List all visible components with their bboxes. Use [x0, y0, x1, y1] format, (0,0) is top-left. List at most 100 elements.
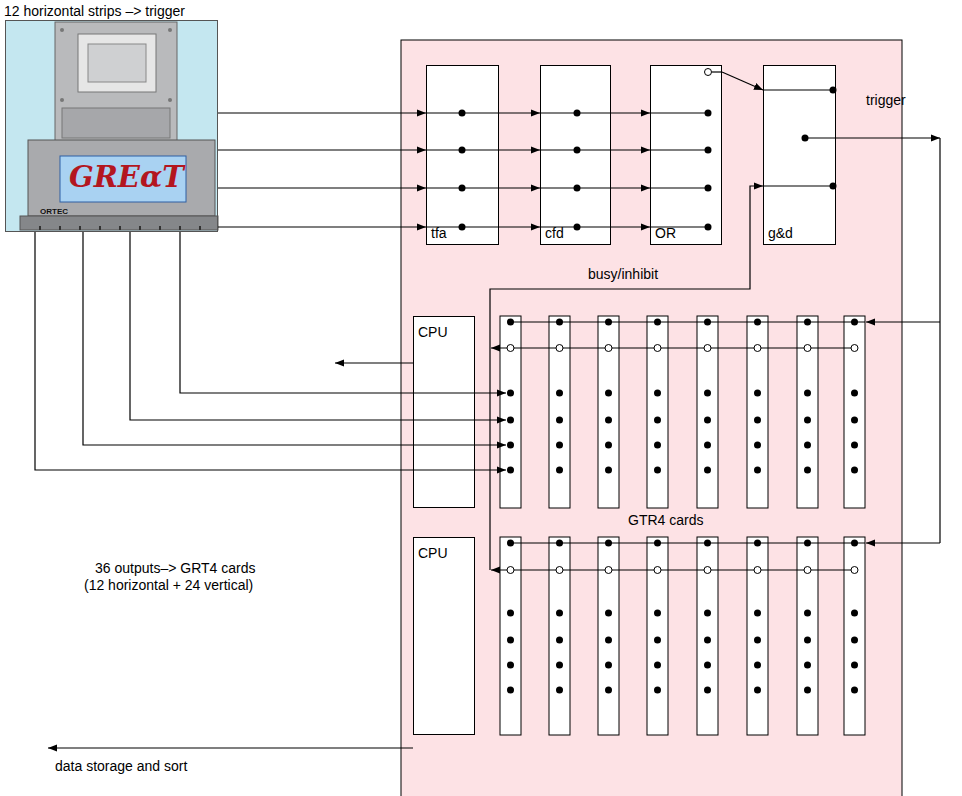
channel-dot [754, 687, 761, 694]
channel-dot [851, 662, 858, 669]
channel-dot [704, 610, 711, 617]
cfd-channel-lines [540, 113, 611, 227]
trigger-bus [511, 322, 865, 543]
box-fill [763, 65, 836, 245]
channel-dot [754, 442, 761, 449]
channel-dot [804, 687, 811, 694]
channel-dot [802, 135, 809, 142]
channel-dot [804, 467, 811, 474]
trigger-wire [866, 542, 940, 543]
signal-name: trigger [866, 92, 906, 108]
channel-dot [605, 319, 612, 326]
channel-dot [804, 540, 811, 547]
chamber-window [78, 34, 156, 92]
tfa-channel-lines [426, 113, 499, 227]
cpu-output-wire [48, 747, 413, 748]
channel-dot [804, 610, 811, 617]
channel-dot [507, 687, 514, 694]
signal-connector [218, 112, 426, 113]
box-fill [413, 537, 475, 735]
channel-dot [804, 390, 811, 397]
channel-dot [605, 467, 612, 474]
channel-dot [851, 319, 858, 326]
channel-dot [459, 147, 466, 154]
busy-dot [851, 345, 858, 352]
channel-dot [704, 319, 711, 326]
channel-dot [754, 390, 761, 397]
box-fill [426, 65, 499, 245]
channel-dot [754, 610, 761, 617]
channel-dot [507, 540, 514, 547]
module-name: g&d [768, 225, 793, 241]
logo-band [60, 156, 186, 202]
channel-dot [851, 390, 858, 397]
note-text: (12 horizontal + 24 vertical) [84, 577, 253, 593]
bolt [168, 28, 172, 32]
gtr4-card [500, 537, 521, 735]
gtr4-card [598, 537, 619, 735]
signal-connector [499, 187, 540, 188]
gtr4-card [598, 316, 619, 508]
chamber-neck [62, 108, 170, 138]
detector-illustration [5, 20, 218, 232]
bolt [60, 28, 64, 32]
module-box: tfa [426, 65, 499, 245]
detector-base [20, 216, 218, 230]
busy-dot [851, 567, 858, 574]
channel-dot [704, 637, 711, 644]
signal-connector [499, 226, 540, 227]
gtr4-card [697, 537, 718, 735]
signal-connector [218, 187, 426, 188]
channel-dot [654, 319, 661, 326]
channel-dot [556, 442, 563, 449]
channel-dot [704, 687, 711, 694]
channel-dot [507, 319, 514, 326]
gtr4-card [647, 537, 668, 735]
signal-connector [499, 149, 540, 150]
channel-dot [556, 610, 563, 617]
channel-dot [654, 637, 661, 644]
output-dot [705, 69, 712, 76]
signal-connector [611, 226, 650, 227]
cpu-box: CPU [413, 316, 475, 508]
channel-dot [754, 662, 761, 669]
channel-dot [851, 637, 858, 644]
strip-output-wire [130, 232, 506, 420]
connector-pins [40, 226, 200, 230]
busy-dot [704, 567, 711, 574]
channel-dot [605, 637, 612, 644]
channel-dot [851, 687, 858, 694]
gtr4-card [549, 537, 570, 735]
channel-dot [754, 319, 761, 326]
signal-name: busy/inhibit [588, 266, 658, 282]
busy-dot [754, 345, 761, 352]
channel-dot [754, 467, 761, 474]
busy-dot [654, 567, 661, 574]
box-fills [413, 65, 836, 735]
channel-dot [654, 442, 661, 449]
channel-dot [574, 110, 581, 117]
group-label: GTR4 cards [628, 512, 703, 528]
channel-dot [654, 610, 661, 617]
strip-output-wire [83, 232, 506, 445]
channel-dot [851, 442, 858, 449]
channel-dot [605, 662, 612, 669]
detector-flange [28, 140, 215, 216]
channel-dot [507, 442, 514, 449]
signal-connector [722, 72, 763, 90]
channel-dot [851, 467, 858, 474]
channel-dot [605, 442, 612, 449]
module-box: g&d [763, 65, 836, 245]
channel-dot [507, 610, 514, 617]
channel-dot [605, 687, 612, 694]
box-fill [540, 65, 611, 245]
note-text: 36 outputs–> GRT4 cards [95, 560, 255, 576]
channel-dot [705, 147, 712, 154]
busy-dot [654, 345, 661, 352]
busy-dot [605, 345, 612, 352]
gtr4-card [797, 316, 818, 508]
channel-dot [574, 147, 581, 154]
signal-connector [611, 187, 650, 188]
channel-dot [654, 390, 661, 397]
